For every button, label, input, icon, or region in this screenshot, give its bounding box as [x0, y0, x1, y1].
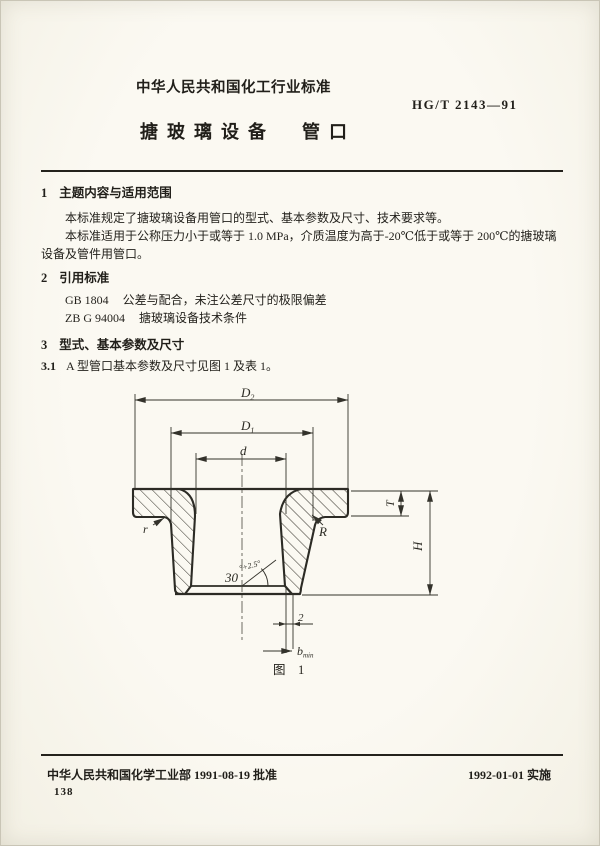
reference-code: ZB G 94004: [65, 311, 125, 325]
dimension-D1: [170, 427, 314, 521]
label-D1-main: D: [240, 418, 251, 433]
page-title: 搪玻璃设备 管口: [140, 122, 356, 142]
arrow-2mm-right: [293, 621, 300, 627]
section-2-heading: 2 引用标准: [41, 267, 109, 286]
nozzle-cross-section: [131, 454, 350, 643]
label-angle-30: 30: [224, 570, 239, 585]
footer-implementation-date: 1992-01-01 实施: [468, 768, 551, 782]
label-D2: D2: [240, 385, 254, 402]
label-2mm: 2: [298, 612, 304, 624]
label-D1: D1: [240, 418, 254, 435]
label-D2-main: D: [240, 385, 251, 400]
section-2-number: 2: [41, 271, 48, 285]
label-d: d: [240, 443, 247, 458]
paragraph-scope-2-line2: 设备及管件用管口。: [41, 247, 150, 261]
footer-rule: [41, 754, 563, 757]
clause-3-1-number: 3.1: [41, 359, 56, 373]
dimension-2mm: [273, 586, 313, 653]
reference-title: 搪玻璃设备技术条件: [139, 311, 248, 325]
angle-annotation: 30 °+2.5°: [224, 558, 277, 587]
dimension-H: [302, 490, 438, 596]
paragraph-scope-1: 本标准规定了搪玻璃设备用管口的型式、基本参数及尺寸、技术要求等。: [65, 211, 450, 225]
label-b-min: bmin: [297, 644, 314, 660]
section-1-heading: 1 主题内容与适用范围: [41, 182, 172, 201]
dimension-T: [351, 490, 438, 517]
reference-gb-1804: GB 1804 公差与配合，未注公差尺寸的极限偏差: [65, 291, 327, 308]
standard-org-line: 中华人民共和国化工行业标准: [136, 80, 331, 96]
dimension-D2: [134, 394, 349, 488]
figure-1-nozzle-drawing: D2 D1 d T H r R: [131, 385, 438, 677]
section-1-title: 主题内容与适用范围: [59, 186, 172, 200]
section-3-number: 3: [41, 338, 48, 352]
figure-caption-number: 1: [298, 663, 304, 677]
reference-zbg-94004: ZB G 94004 搪玻璃设备技术条件: [65, 309, 247, 326]
section-1-number: 1: [41, 186, 48, 200]
section-2-title: 引用标准: [59, 271, 110, 285]
reference-title: 公差与配合，未注公差尺寸的极限偏差: [122, 293, 327, 307]
paragraph-scope-2-line1: 本标准适用于公称压力小于或等于 1.0 MPa，介质温度为高于-20℃低于或等于…: [65, 229, 557, 243]
arrow-2mm-left: [279, 621, 286, 627]
figure-caption-label: 图: [273, 663, 286, 677]
page-number: 138: [54, 786, 74, 798]
header-rule: [41, 170, 563, 173]
label-H: H: [410, 541, 425, 552]
clause-3-1: 3.1 A 型管口基本参数及尺寸见图 1 及表 1。: [41, 357, 278, 374]
section-3-title: 型式、基本参数及尺寸: [59, 338, 185, 352]
label-D2-sub: 2: [250, 393, 254, 402]
leader-r: [152, 517, 165, 527]
label-r: r: [143, 522, 148, 536]
label-T: T: [383, 499, 397, 507]
standard-code: HG/T 2143—91: [412, 97, 518, 112]
section-3-heading: 3 型式、基本参数及尺寸: [41, 334, 184, 353]
label-b-sub: min: [303, 652, 314, 660]
section-left-ring: [131, 487, 197, 596]
dimension-d: [195, 453, 287, 514]
section-right-ring: [278, 487, 350, 596]
label-D1-sub: 1: [250, 426, 254, 435]
leader-R: [311, 514, 324, 526]
clause-3-1-text: A 型管口基本参数及尺寸见图 1 及表 1。: [66, 359, 279, 373]
label-b: b: [297, 644, 303, 658]
reference-code: GB 1804: [65, 293, 109, 307]
footer-approval: 中华人民共和国化学工业部 1991-08-19 批准: [47, 768, 277, 782]
label-R: R: [318, 524, 327, 539]
